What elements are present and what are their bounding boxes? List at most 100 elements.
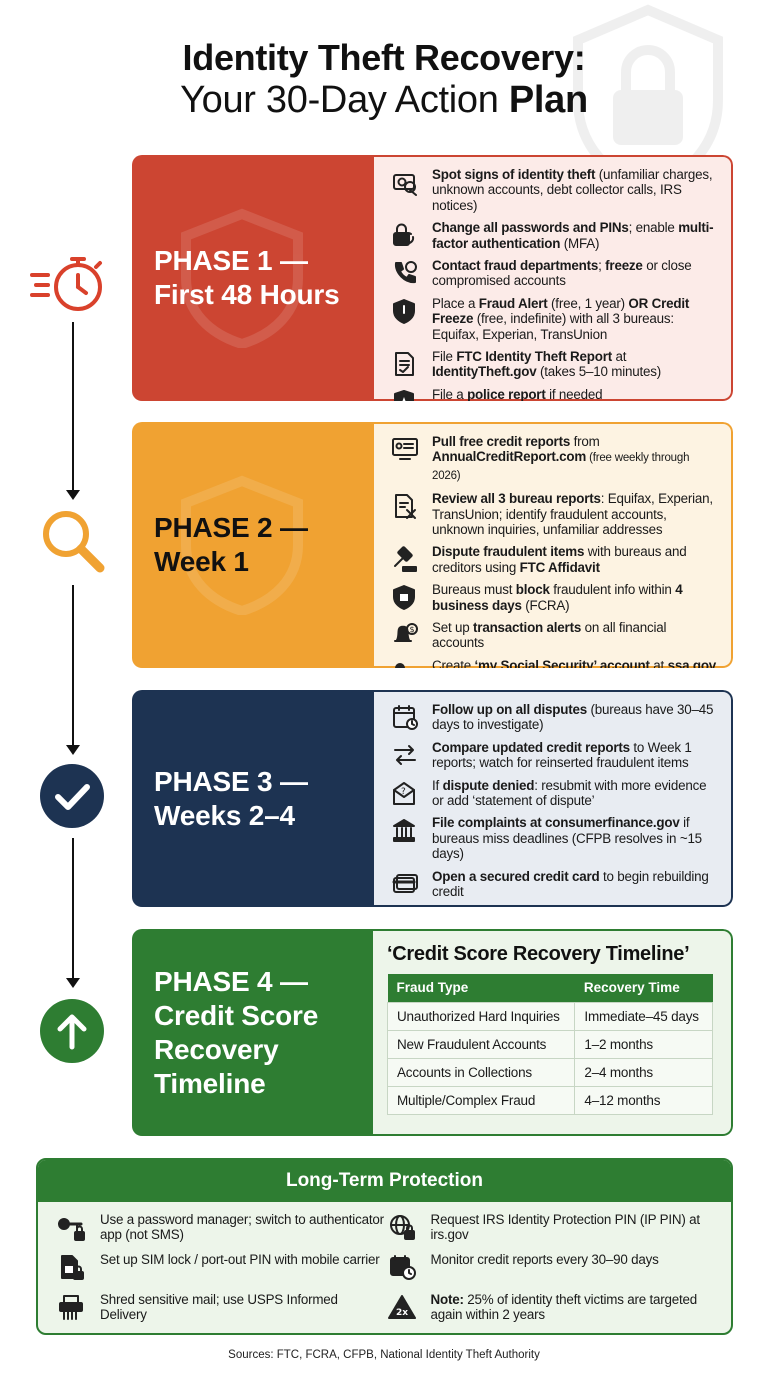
table-cell: Unauthorized Hard Inquiries — [386, 1001, 576, 1031]
phase-1-card: PHASE 1 — First 48 Hours Spot signs of i… — [132, 155, 733, 401]
list-item-text: Request IRS Identity Protection PIN (IP … — [430, 1212, 701, 1243]
timeline-arrow-3 — [66, 978, 80, 988]
list-item: Spot signs of identity theft (unfamiliar… — [390, 167, 719, 213]
lock-refresh-icon — [390, 220, 420, 248]
list-item-text: If dispute denied: resubmit with more ev… — [432, 777, 707, 809]
list-item-text: Monitor credit reports every 30–90 days — [430, 1252, 659, 1267]
phase-3-card: PHASE 3 — Weeks 2–4 Follow up on all dis… — [132, 690, 733, 907]
list-item-text: Change all passwords and PINs; enable mu… — [432, 220, 714, 251]
checkmark-circle-icon — [40, 764, 104, 828]
phase-4-table-panel: ‘Credit Score Recovery Timeline’ Fraud T… — [373, 929, 733, 1136]
table-cell: New Fraudulent Accounts — [386, 1029, 576, 1059]
list-item: Dispute fraudulent items with bureaus an… — [390, 544, 719, 575]
sources-footnote: Sources: FTC, FCRA, CFPB, National Ident… — [228, 1349, 540, 1361]
list-item-text: Set up SIM lock / port-out PIN with mobi… — [100, 1252, 380, 1267]
phase-4-title: PHASE 4 — Credit Score Recovery Timeline — [154, 965, 319, 1099]
table-header-recovery-time: Recovery Time — [574, 974, 713, 1002]
list-item: Contact fraud departments; freeze or clo… — [390, 258, 719, 289]
long-term-left-list: Use a password manager; switch to authen… — [54, 1212, 385, 1332]
bell-dollar-icon: $ — [390, 620, 420, 648]
police-badge-icon — [390, 387, 420, 401]
shredder-icon — [54, 1292, 88, 1320]
bank-icon — [390, 815, 420, 843]
globe-lock-icon — [385, 1212, 419, 1240]
table-cell: Immediate–45 days — [574, 1001, 713, 1031]
list-item: Use a password manager; switch to authen… — [54, 1212, 385, 1246]
list-item-text: Bureaus must block fraudulent info withi… — [432, 582, 683, 613]
credit-card-icon — [390, 869, 420, 897]
table-cell: 1–2 months — [574, 1029, 713, 1059]
phase-2-list: Pull free credit reports from AnnualCred… — [374, 422, 733, 668]
recovery-table-title: ‘Credit Score Recovery Timeline’ — [387, 943, 690, 965]
list-item-text: Set up transaction alerts on all financi… — [432, 620, 667, 651]
list-item: Set up SIM lock / port-out PIN with mobi… — [54, 1252, 385, 1286]
list-item-text: File FTC Identity Theft Report at Identi… — [432, 349, 662, 380]
long-term-protection-panel: Long-Term Protection Use a password mana… — [36, 1158, 733, 1335]
list-item: File complaints at consumerfinance.gov i… — [390, 815, 719, 861]
envelope-question-icon: ? — [390, 778, 420, 806]
list-item-text: Shred sensitive mail; use USPS Informed … — [100, 1292, 338, 1323]
table-cell: 4–12 months — [574, 1085, 713, 1115]
list-item: ? If dispute denied: resubmit with more e… — [390, 778, 719, 809]
list-item-text: Open a secured credit card to begin rebu… — [432, 868, 709, 900]
phase-1-header: PHASE 1 — First 48 Hours — [132, 155, 374, 401]
calendar-clock-icon — [385, 1252, 419, 1280]
list-item-text: File a police report if needed — [432, 386, 603, 401]
list-item: File FTC Identity Theft Report at Identi… — [390, 349, 719, 380]
list-item-text: Compare updated credit reports to Week 1… — [432, 739, 692, 771]
title-line-2: Your 30-Day Action Plan — [180, 79, 588, 121]
list-item: Review all 3 bureau reports: Equifax, Ex… — [390, 491, 719, 537]
list-item: Request IRS Identity Protection PIN (IP … — [385, 1212, 716, 1246]
phase-2-title: PHASE 2 — Week 1 — [154, 512, 308, 577]
phase-3-header: PHASE 3 — Weeks 2–4 — [132, 690, 374, 907]
list-item-text: Use a password manager; switch to authen… — [100, 1212, 384, 1243]
timeline-line-1 — [72, 322, 74, 490]
list-item: Follow up on all disputes (bureaus have … — [390, 702, 719, 733]
report-file-icon — [390, 349, 420, 377]
list-item: Compare updated credit reports to Week 1… — [390, 740, 719, 771]
timeline-line-3 — [72, 838, 74, 978]
list-item: Shred sensitive mail; use USPS Informed … — [54, 1292, 385, 1326]
list-item-text: File complaints at consumerfinance.gov i… — [432, 815, 702, 862]
list-item: Create ‘my Social Security’ account at s… — [390, 658, 719, 668]
table-cell: Multiple/Complex Fraud — [386, 1085, 576, 1115]
long-term-title: Long-Term Protection — [38, 1160, 731, 1202]
phase-1-title: PHASE 1 — First 48 Hours — [154, 245, 340, 310]
sim-lock-icon — [54, 1252, 88, 1280]
calendar-icon — [390, 702, 420, 730]
phase-4-header: PHASE 4 — Credit Score Recovery Timeline — [132, 929, 373, 1136]
timeline-arrow-1 — [66, 490, 80, 500]
phase-4-card: PHASE 4 — Credit Score Recovery Timeline… — [132, 929, 733, 1136]
list-item: Place a Fraud Alert (free, 1 year) OR Cr… — [390, 296, 719, 342]
table-cell: 2–4 months — [574, 1057, 713, 1087]
phase-2-header: PHASE 2 — Week 1 — [132, 422, 374, 668]
recovery-table: Fraud Type Recovery Time Unauthorized Ha… — [386, 974, 713, 1115]
shield-watermark-icon — [181, 475, 303, 615]
list-item: Open a secured credit card to begin rebu… — [390, 869, 719, 900]
list-item-text: Follow up on all disputes (bureaus have … — [432, 702, 714, 733]
timeline-arrow-2 — [66, 745, 80, 755]
phase-2-card: PHASE 2 — Week 1 Pull free credit report… — [132, 422, 733, 668]
svg-text:2x: 2x — [396, 1308, 408, 1318]
table-cell: Accounts in Collections — [386, 1057, 576, 1087]
long-term-right-list: Request IRS Identity Protection PIN (IP … — [385, 1212, 716, 1332]
page-title: Identity Theft Recovery: Your 30-Day Act… — [0, 38, 768, 122]
table-header-fraud-type: Fraud Type — [387, 974, 575, 1002]
list-item-text: Dispute fraudulent items with bureaus an… — [432, 544, 687, 575]
phase-1-list: Spot signs of identity theft (unfamiliar… — [374, 155, 733, 401]
list-item-text: Contact fraud departments; freeze or clo… — [432, 258, 692, 289]
warning-2x-icon: 2x — [385, 1292, 419, 1320]
compare-arrows-icon — [390, 740, 420, 768]
user-lock-icon — [390, 658, 420, 668]
phase-3-list: Follow up on all disputes (bureaus have … — [374, 690, 733, 907]
shield-block-icon — [390, 582, 420, 611]
list-item: Monitor credit reports every 30–90 days — [385, 1252, 716, 1286]
list-item: File a police report if needed — [390, 387, 719, 401]
id-card-search-icon — [390, 167, 420, 196]
list-item: Bureaus must block fraudulent info withi… — [390, 582, 719, 613]
phase-3-title: PHASE 3 — Weeks 2–4 — [154, 765, 308, 831]
list-item-text: Pull free credit reports from AnnualCred… — [432, 434, 690, 482]
